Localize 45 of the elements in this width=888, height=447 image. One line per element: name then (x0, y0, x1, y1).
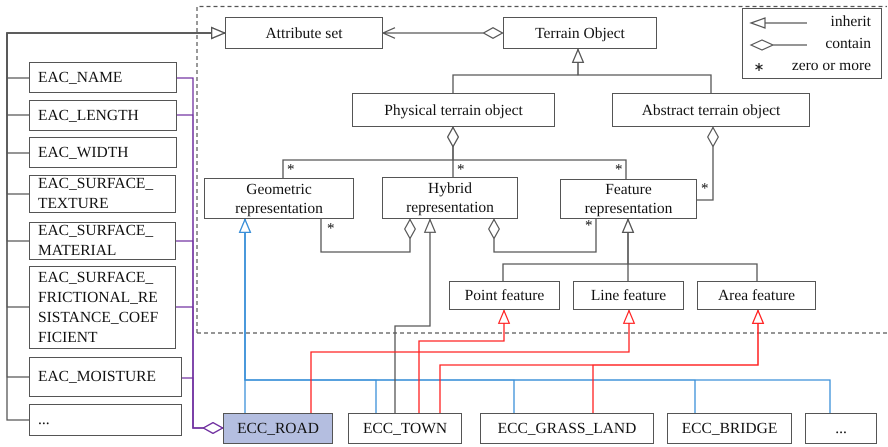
attribute-box: EAC_MOISTURE (29, 357, 182, 397)
attribute-box: EAC_WIDTH (29, 137, 177, 168)
class-box: ECC_TOWN (348, 413, 462, 444)
inheritance-arrow (622, 219, 758, 281)
multiplicity-label: * (701, 182, 708, 196)
inheritance-arrow (394, 219, 436, 413)
inheritance-arrow (310, 310, 635, 413)
aggregation-line (182, 377, 224, 434)
class-box: Attribute set (225, 17, 383, 49)
class-box: Geometric representation (204, 178, 354, 219)
class-box: Physical terrain object (352, 93, 555, 127)
attribute-box: EAC_SURFACE_MATERIAL (29, 222, 176, 260)
legend-label: contain (825, 35, 871, 53)
multiplicity-label: * (457, 163, 464, 177)
class-box: ... (805, 413, 877, 444)
class-box: Hybrid representation (382, 177, 518, 219)
inheritance-arrow (239, 219, 831, 413)
attribute-box: ... (29, 404, 182, 436)
association-arrow (382, 27, 504, 39)
attribute-box: EAC_NAME (29, 62, 177, 93)
multiplicity-label: * (615, 163, 622, 177)
aggregation-line (488, 218, 597, 253)
class-box: Area feature (697, 281, 816, 310)
attribute-box: EAC_SURFACE_TEXTURE (29, 175, 176, 213)
multiplicity-label: * (287, 163, 294, 177)
attribute-box: EAC_LENGTH (29, 100, 177, 131)
inheritance-arrow (418, 310, 510, 413)
multiplicity-label: * (585, 219, 592, 233)
class-box: Abstract terrain object (612, 93, 810, 127)
inheritance-arrow (592, 310, 764, 413)
class-box: Feature representation (560, 179, 697, 219)
inheritance-arrow (572, 49, 712, 93)
class-box: ECC_GRASS_LAND (480, 413, 654, 444)
class-box: Point feature (449, 281, 560, 310)
attribute-box: EAC_SURFACE_FRICTIONAL_RESISTANCE_COEFFICIENT (29, 266, 176, 349)
class-box: ECC_BRIDGE (667, 413, 792, 444)
aggregation-line (320, 218, 416, 253)
legend-label: zero or more (792, 57, 871, 75)
aggregation-line (447, 126, 627, 179)
class-box: Terrain Object (503, 17, 657, 49)
class-box: Line feature (573, 281, 684, 310)
aggregation-line (697, 126, 719, 201)
legend-label: inherit (830, 13, 871, 31)
multiplicity-label: * (327, 222, 334, 236)
class-box: ECC_ROAD (223, 413, 333, 444)
